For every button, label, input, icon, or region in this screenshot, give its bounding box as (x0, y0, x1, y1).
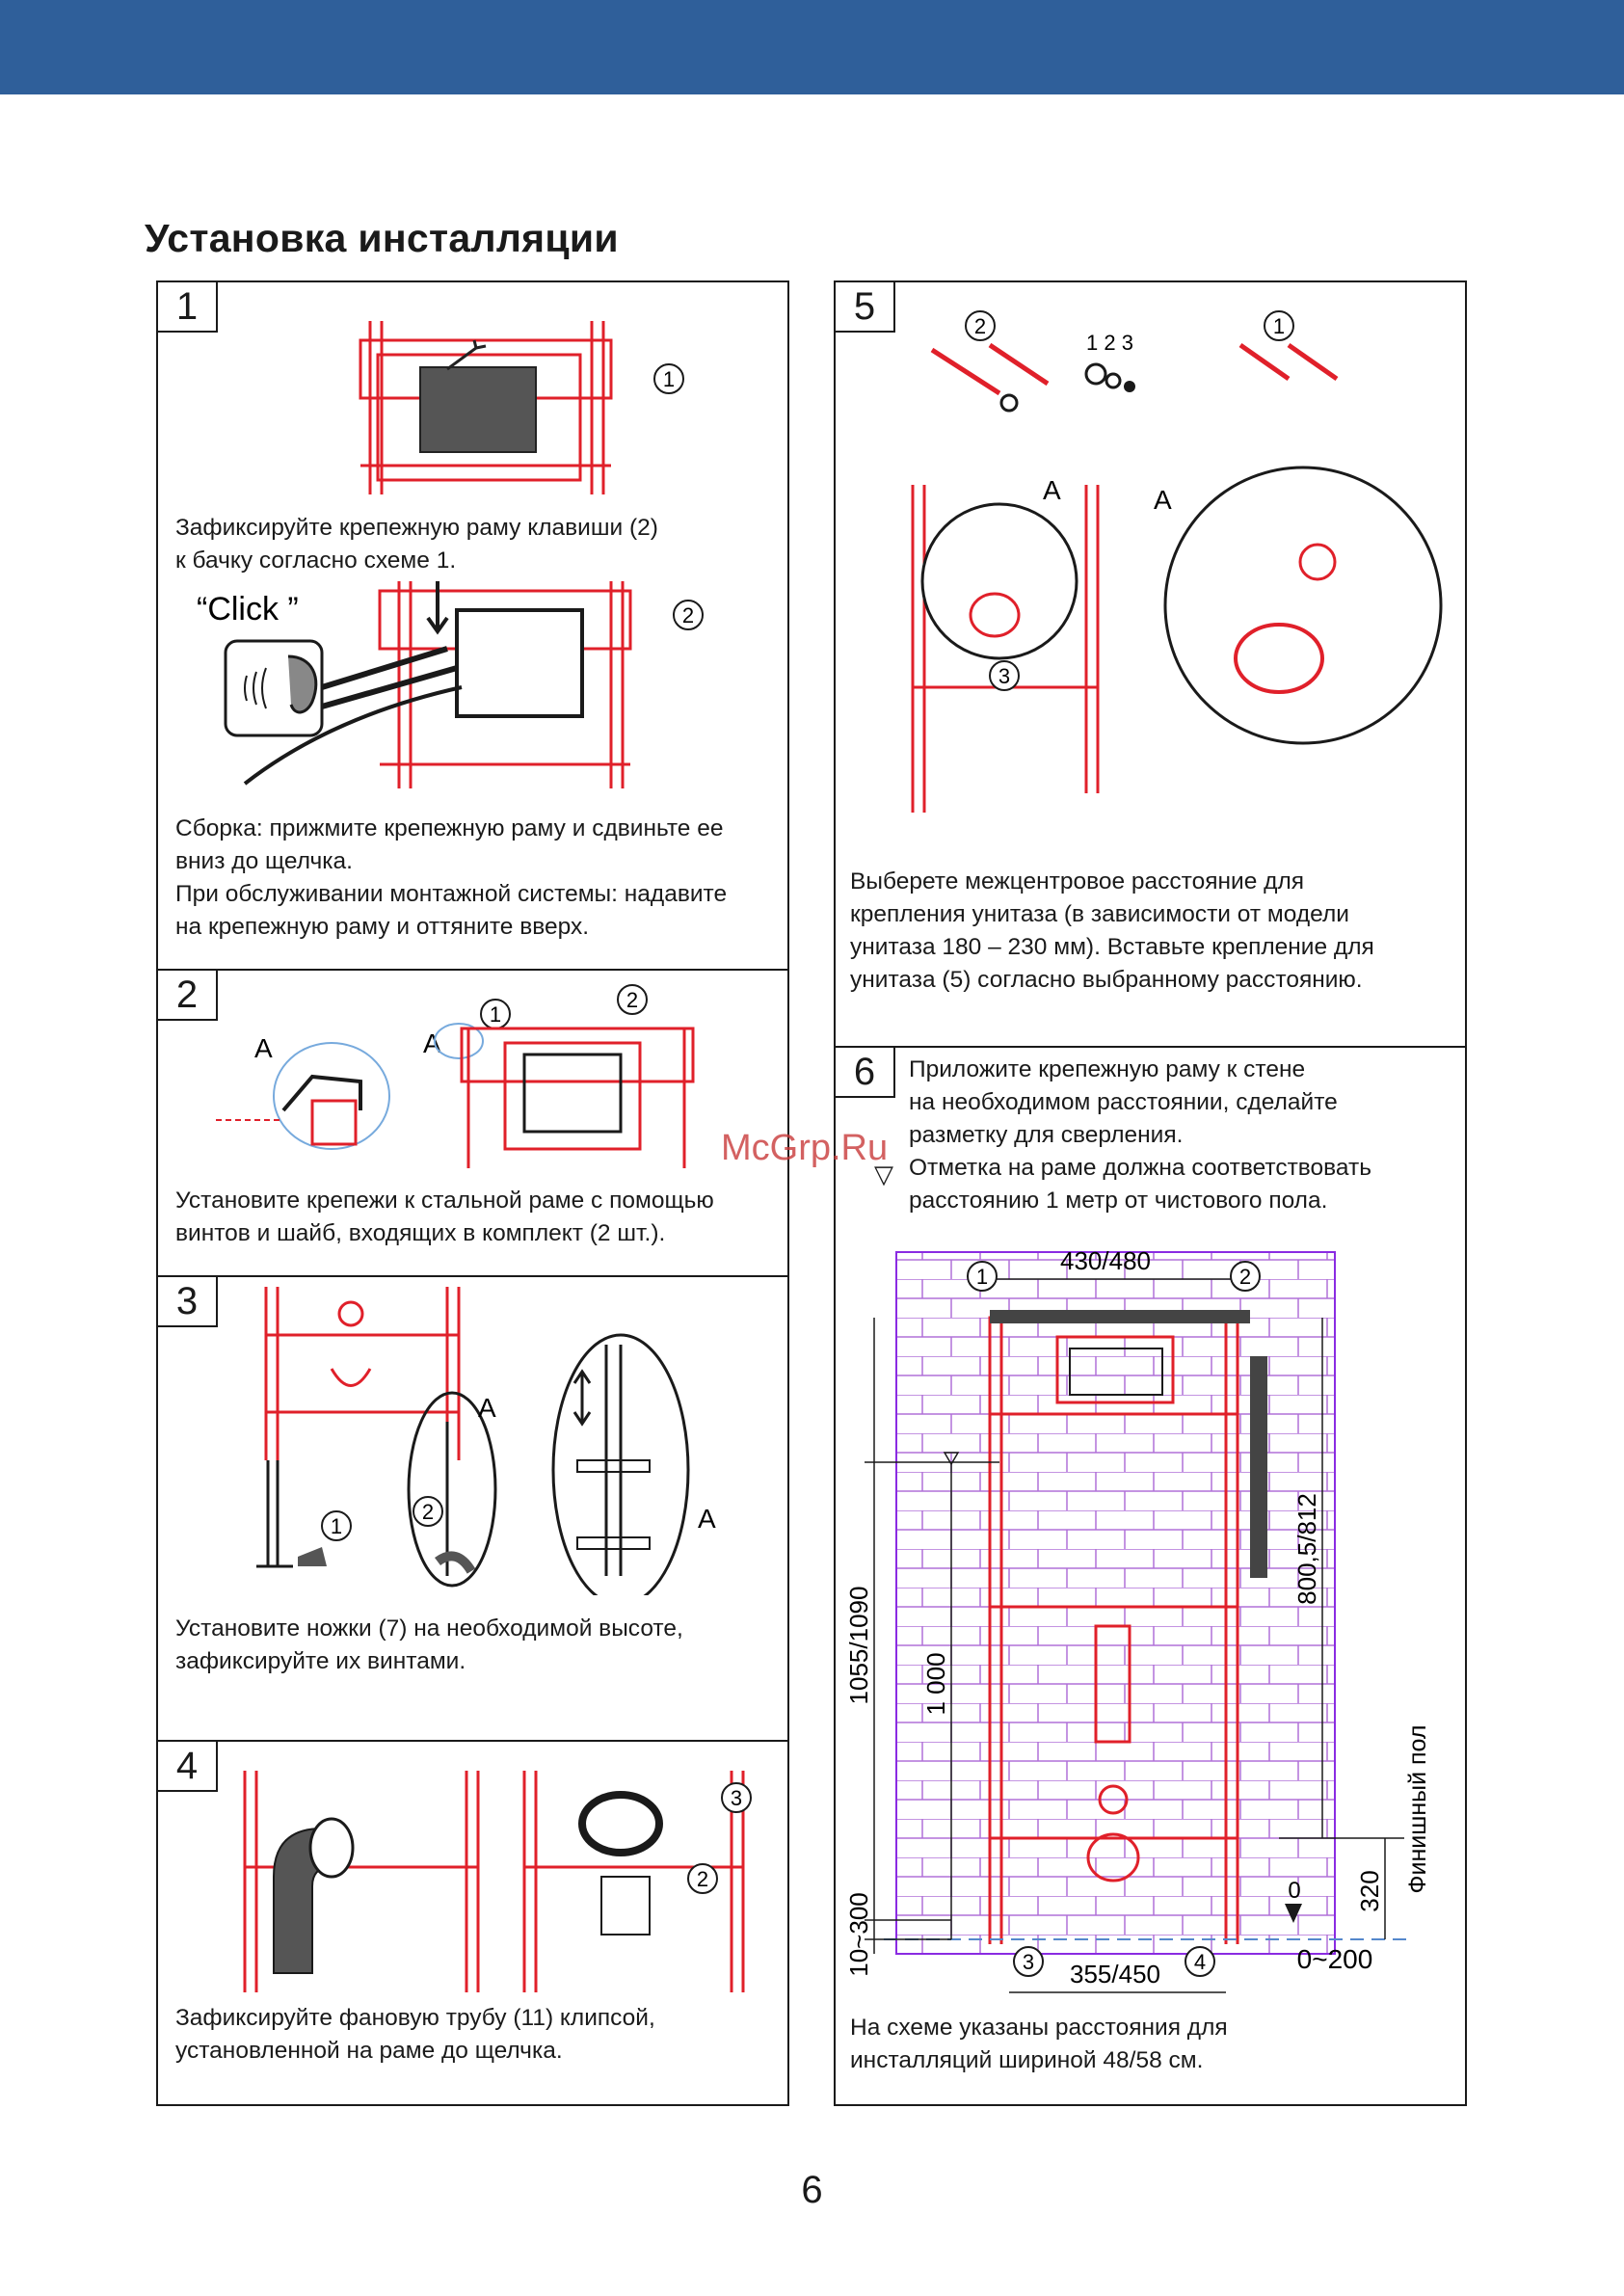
step-4-figure: 3 2 (243, 1771, 752, 1992)
step-2-callout-2: 2 (626, 988, 638, 1012)
step-4-number: 4 (158, 1742, 218, 1792)
dim-range: 0~200 (1297, 1944, 1373, 1974)
dim-right-height: 800,5/812 (1292, 1493, 1321, 1605)
step-2-text: Установите крепежи к стальной раме с пом… (175, 1188, 714, 1246)
step-5-parts: 1 2 3 (1086, 331, 1133, 355)
triangle-mark-icon: ▽ (874, 1160, 893, 1188)
step-6-number: 6 (836, 1048, 895, 1098)
step-4-callout-3: 3 (731, 1786, 742, 1810)
step-6-panel: 6 Приложите крепежную раму к стене на не… (834, 1046, 1467, 2106)
step-1-figure-2: “Click ” 2 (197, 581, 704, 788)
page-title: Установка инсталляции (145, 216, 619, 260)
step-3-label-a2: A (698, 1504, 716, 1534)
step-1-callout-1: 1 (663, 367, 675, 391)
step-2-callout-1: 1 (490, 1002, 501, 1027)
step-5-callout-3: 3 (998, 664, 1010, 688)
step-4-callout-2: 2 (697, 1867, 708, 1891)
step-3-callout-1: 1 (331, 1514, 342, 1538)
watermark: McGrp.Ru (721, 1128, 889, 1168)
step-3-callout-2: 2 (422, 1500, 434, 1524)
step-1-click-label: “Click ” (197, 591, 299, 627)
dim-bottom-width: 355/450 (1070, 1960, 1160, 1989)
step-3-text: Установите ножки (7) на необходимой высо… (175, 1615, 683, 1674)
step-3-panel: 3 1 2 A A Установите ножки (7) на необхо… (156, 1275, 789, 1742)
dim-outlet-height: 320 (1355, 1870, 1384, 1911)
step-2-label-a2: A (423, 1028, 441, 1058)
dim-top-width: 430/480 (1060, 1246, 1151, 1275)
step-1-panel: 1 1 Зафиксируйте крепежную раму клавиши … (156, 280, 789, 971)
step-6-figure: 430/480 355/450 1055/1090 1 000 800,5/81… (844, 1246, 1431, 1993)
finished-floor-label: Финишный пол (1404, 1725, 1431, 1894)
step-3-figure: 1 2 A A (256, 1287, 716, 1595)
step-2-figure: A A 1 2 (216, 984, 695, 1168)
step-3-label-a1: A (478, 1393, 496, 1423)
step-3-number: 3 (158, 1277, 218, 1327)
step-1-text-1: Зафиксируйте крепежную раму клавиши (2) … (175, 515, 658, 574)
step-5-number: 5 (836, 282, 895, 333)
step-6-callout-2: 2 (1239, 1265, 1251, 1289)
step-2-panel: 2 A A 1 2 Установите крепежи к стальной … (156, 969, 789, 1277)
step-4-panel: 4 3 2 Зафиксируйте фановую трубу (11) кл… (156, 1740, 789, 2106)
step-5-callout-2: 2 (974, 314, 986, 338)
step-5-panel: 5 2 1 2 3 1 3 A A Выберете межцентровое … (834, 280, 1467, 1048)
step-5-text: Выберете межцентровое расстояние для кре… (850, 868, 1374, 993)
step-6-callout-3: 3 (1023, 1950, 1034, 1974)
step-1-text-2: Сборка: прижмите крепежную раму и сдвинь… (175, 815, 728, 940)
step-5-callout-1: 1 (1273, 314, 1285, 338)
step-2-label-a1: A (254, 1033, 273, 1063)
step-6-text: На схеме указаны расстояния для инсталля… (850, 2015, 1228, 2073)
dim-zero: 0 (1288, 1878, 1300, 1904)
step-1-number: 1 (158, 282, 218, 333)
dim-mark-height: 1 000 (921, 1652, 950, 1715)
step-2-number: 2 (158, 971, 218, 1021)
step-6-intro: Приложите крепежную раму к стене на необ… (909, 1056, 1338, 1148)
dim-total-height: 1055/1090 (844, 1587, 873, 1705)
step-6-callout-1: 1 (976, 1265, 988, 1289)
header-bar (0, 0, 1624, 94)
step-1-figure-1: 1 (359, 321, 684, 494)
step-5-figure: 2 1 2 3 1 3 A A (911, 310, 1443, 813)
page-number: 6 (801, 2169, 823, 2211)
step-6-note: Отметка на раме должна соответствовать р… (909, 1155, 1371, 1214)
step-6-callout-4: 4 (1194, 1950, 1206, 1974)
step-1-callout-2: 2 (682, 603, 694, 627)
step-5-label-a2: A (1154, 485, 1172, 515)
step-4-text: Зафиксируйте фановую трубу (11) клипсой,… (175, 2005, 655, 2064)
step-5-label-a1: A (1043, 475, 1061, 505)
dim-floor-offset: 10~300 (844, 1892, 873, 1976)
